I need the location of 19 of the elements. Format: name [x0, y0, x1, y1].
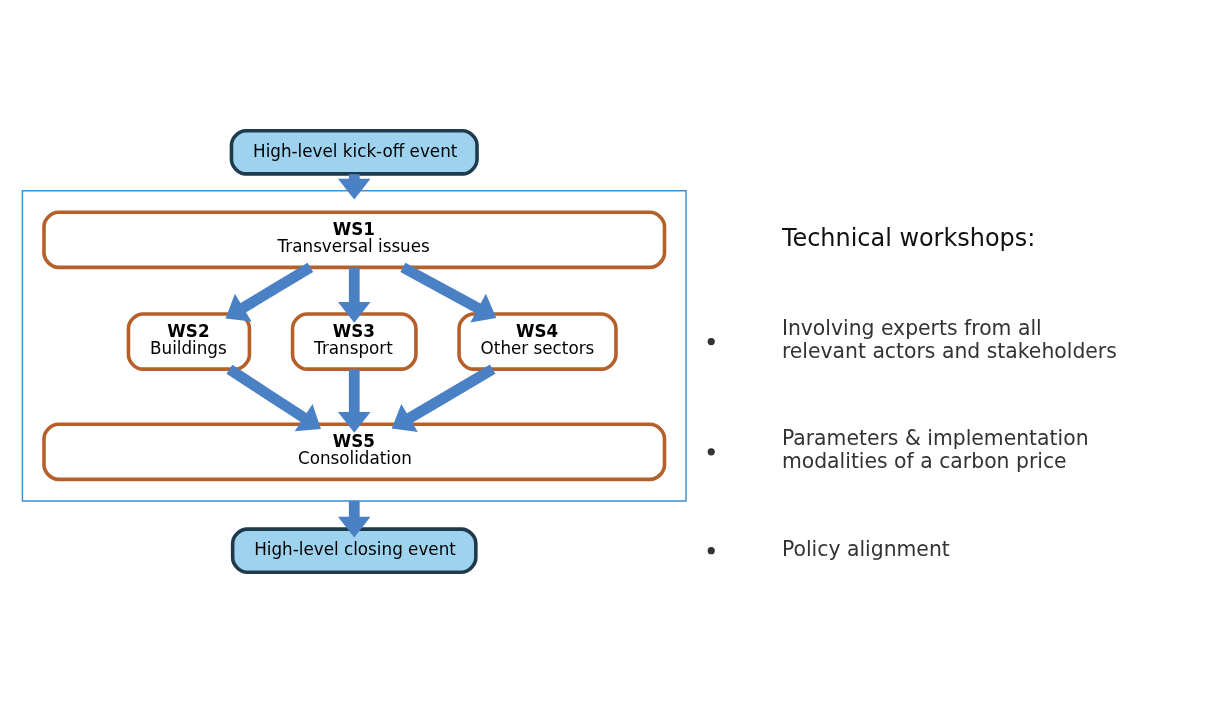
label: Involving experts from all relevant actors and stakeholders [781, 316, 1117, 363]
node-box: WS1 Transversal issues [42, 210, 667, 270]
label: Policy alignment [781, 537, 950, 562]
arrow [337, 369, 371, 433]
arrow [225, 262, 314, 322]
arrow [337, 267, 371, 323]
node-box: WS3 Transport [290, 312, 418, 371]
arrow [400, 262, 497, 323]
label: Technical workshops: [781, 223, 1036, 252]
node-box: WS2 Buildings [126, 312, 252, 371]
node-box: WS4 Other sectors [457, 312, 618, 371]
arrow [391, 364, 496, 433]
label: Parameters & implementation modalities of a carbon price [781, 426, 1089, 474]
node-box: High-level kick-off event [229, 129, 479, 176]
arrow [226, 364, 321, 432]
node-box: High-level closing event [230, 527, 478, 574]
cluster [21, 189, 687, 502]
node-box: WS5 Consolidation [42, 422, 667, 482]
arrow [337, 500, 371, 538]
